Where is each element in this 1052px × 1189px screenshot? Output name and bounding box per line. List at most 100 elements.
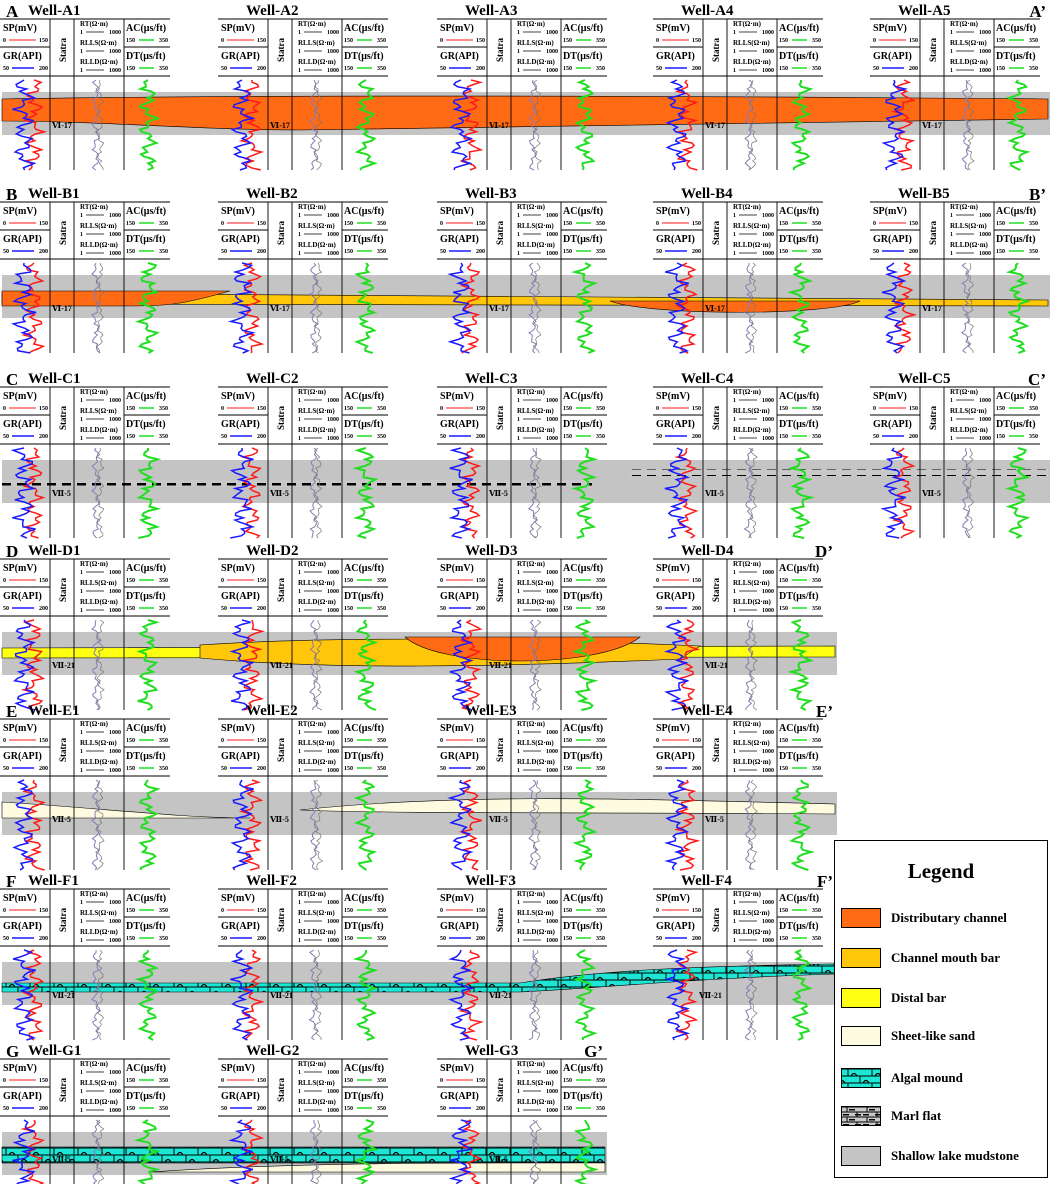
gr-label: GR(API) [440,51,479,62]
strata-column-label: Statra [495,221,505,245]
res-min: 1 [80,570,83,576]
gr-curve [448,447,473,539]
ac-min: 150 [126,1078,135,1084]
sp-max: 150 [692,38,701,44]
sonic-curve [790,80,814,171]
res-min: 1 [950,398,953,404]
resistivity-label: RT(Ω·m) [517,560,546,568]
well-name: Well-B4 [681,186,733,202]
resistivity-curve [309,447,320,539]
res-max: 1000 [109,436,121,442]
gr-label: GR(API) [221,234,260,245]
ac-max: 350 [159,38,168,44]
resistivity-label: RLLS(Ω·m) [950,222,987,230]
resistivity-label: RLLS(Ω·m) [298,739,335,747]
sp-curve [458,949,484,1041]
resistivity-label: RLLS(Ω·m) [80,39,117,47]
ac-max: 350 [159,738,168,744]
res-max: 1000 [109,768,121,774]
gr-min: 50 [873,66,879,72]
resistivity-curve [748,79,758,171]
well-name: Well-E1 [28,703,80,719]
distributary-channel-swatch [841,908,881,928]
res-max: 1000 [327,1108,339,1114]
ac-max: 350 [159,406,168,412]
well-name: Well-B3 [465,186,517,202]
well-name: Well-A1 [28,3,81,19]
resistivity-label: RT(Ω·m) [733,388,762,396]
gr-min: 50 [221,434,227,440]
section-start-label: F [6,872,16,891]
res-max: 1000 [546,68,558,74]
sp-label: SP(mV) [221,893,255,904]
resistivity-curve [532,1119,542,1189]
resistivity-label: RLLS(Ω·m) [733,579,770,587]
ac-max: 350 [596,38,605,44]
sp-max: 150 [909,38,918,44]
resistivity-curve [309,619,319,711]
sonic-curve [790,949,813,1041]
strata-column-label: Statra [928,221,938,245]
res-min: 1 [80,900,83,906]
res-min: 1 [298,900,301,906]
ac-min: 150 [126,578,135,584]
res-max: 1000 [762,232,774,238]
ac-min: 150 [344,38,353,44]
resistivity-curve [309,1119,319,1189]
res-max: 1000 [109,251,121,257]
dt-label: DT(μs/ft) [779,591,819,602]
gr-curve [664,779,689,871]
facies-body [1,962,837,1005]
resistivity-curve [527,447,539,539]
res-max: 1000 [109,213,121,219]
gr-label: GR(API) [221,1091,260,1102]
res-min: 1 [80,49,83,55]
gr-label: GR(API) [656,51,695,62]
ac-label: AC(μs/ft) [563,206,603,217]
sonic-curve [353,619,379,711]
res-max: 1000 [762,938,774,944]
sp-label: SP(mV) [656,391,690,402]
sp-min: 0 [3,406,6,412]
resistivity-label: RLLS(Ω·m) [517,222,554,230]
sp-max: 150 [476,1078,485,1084]
dt-min: 150 [126,66,135,72]
resistivity-label: RLLD(Ω·m) [298,598,337,606]
gr-min: 50 [656,434,662,440]
gr-label: GR(API) [221,921,260,932]
res-max: 1000 [109,68,121,74]
resistivity-curve [532,447,542,539]
res-min: 1 [298,919,301,925]
gr-max: 200 [39,66,48,72]
dt-min: 150 [563,936,572,942]
gr-max: 200 [39,1106,48,1112]
dt-max: 350 [159,606,168,612]
resistivity-label: RT(Ω·m) [517,388,546,396]
res-max: 1000 [327,608,339,614]
res-min: 1 [517,49,520,55]
res-max: 1000 [762,900,774,906]
strata-label: Ⅶ-5 [51,489,71,498]
res-max: 1000 [979,417,991,423]
legend-item-marl-flat: Marl flat [841,1105,941,1127]
well-name: Well-E4 [681,703,733,719]
well-name: Well-D3 [465,543,518,559]
resistivity-label: RLLD(Ω·m) [517,58,556,66]
resistivity-label: RT(Ω·m) [517,890,546,898]
strata-label: Ⅵ-17 [704,121,725,130]
res-min: 1 [950,417,953,423]
res-max: 1000 [979,68,991,74]
res-min: 1 [80,1070,83,1076]
ac-min: 150 [996,406,1005,412]
strata-column-label: Statra [276,578,286,602]
dt-max: 350 [812,66,821,72]
res-max: 1000 [327,768,339,774]
res-max: 1000 [546,570,558,576]
resistivity-label: RLLS(Ω·m) [298,1079,335,1087]
res-max: 1000 [327,589,339,595]
facies-body [1,792,837,835]
ac-max: 350 [377,221,386,227]
